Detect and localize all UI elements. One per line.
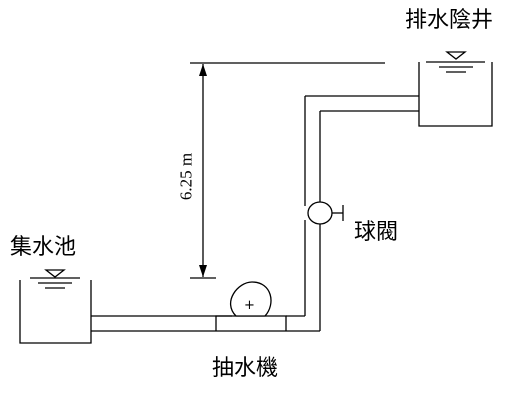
collection-tank bbox=[19, 280, 92, 344]
pump-casing bbox=[229, 281, 272, 317]
collection-tank-water-level-icon bbox=[44, 269, 66, 278]
ball-valve-icon bbox=[307, 201, 333, 225]
pump-center-mark: + bbox=[244, 298, 255, 313]
discharge-well-label: 排水陰井 bbox=[405, 8, 494, 33]
discharge-well bbox=[418, 62, 493, 127]
pump-base bbox=[215, 315, 287, 331]
dimension-arrow-bottom-icon bbox=[199, 265, 207, 277]
collection-tank-label: 集水池 bbox=[10, 235, 77, 260]
discharge-well-water-level-icon bbox=[445, 51, 467, 60]
ball-valve-label: 球閥 bbox=[354, 220, 399, 245]
height-dimension-label: 6.25 m bbox=[176, 152, 196, 201]
pump-label: 抽水機 bbox=[212, 356, 279, 381]
dimension-arrow-top-icon bbox=[199, 64, 207, 76]
